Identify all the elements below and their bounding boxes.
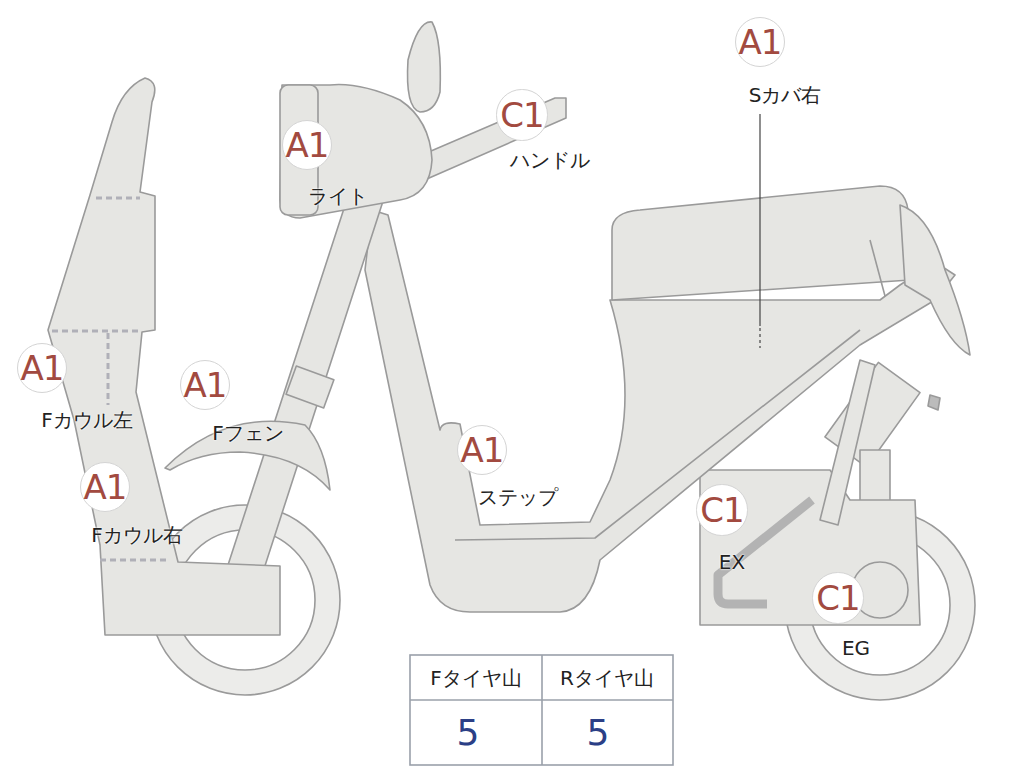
callout-circle: A1: [282, 120, 333, 171]
callout-circle: A1: [180, 360, 231, 411]
damage-code: A1: [184, 368, 227, 402]
damage-callout: A1Fカウル右: [80, 462, 131, 513]
damage-callout: C1ハンドル: [496, 89, 547, 140]
part-name: Fカウル右: [91, 524, 183, 546]
damage-callout: C1EG: [812, 572, 863, 623]
callout-circle: C1: [812, 572, 863, 623]
damage-callout: A1ライト: [282, 120, 333, 171]
part-name: EG: [842, 637, 870, 659]
damage-code: C1: [700, 493, 743, 527]
damage-callout: A1ステップ: [457, 425, 508, 476]
damage-code: A1: [21, 351, 64, 385]
damage-code: A1: [286, 128, 329, 162]
damage-code: C1: [500, 98, 543, 132]
part-name: Sカバ右: [749, 84, 822, 106]
callout-circle: C1: [696, 484, 747, 535]
damage-code: A1: [461, 433, 504, 467]
table-cell: 5: [457, 715, 480, 751]
damage-callout: A1Fカウル左: [17, 343, 68, 394]
part-name: Fカウル左: [41, 409, 133, 431]
callout-circle: A1: [17, 343, 68, 394]
part-name: Fフェン: [212, 422, 284, 444]
part-name: ライト: [308, 185, 368, 207]
damage-callout: A1Sカバ右: [735, 17, 786, 68]
callout-circle: A1: [80, 462, 131, 513]
damage-code: A1: [739, 25, 782, 59]
table-cell: Fタイヤ山: [430, 668, 522, 688]
part-name: ハンドル: [510, 149, 590, 171]
damage-callout: C1EX: [696, 484, 747, 535]
damage-code: A1: [84, 470, 127, 504]
damage-code: C1: [816, 581, 859, 615]
table-cell: Rタイヤ山: [560, 668, 654, 688]
table-cell: 5: [587, 715, 610, 751]
callout-circle: A1: [735, 17, 786, 68]
callout-circle: C1: [496, 89, 547, 140]
damage-callout: A1Fフェン: [180, 360, 231, 411]
part-name: EX: [719, 551, 745, 573]
part-name: ステップ: [478, 486, 558, 508]
callout-circle: A1: [457, 425, 508, 476]
